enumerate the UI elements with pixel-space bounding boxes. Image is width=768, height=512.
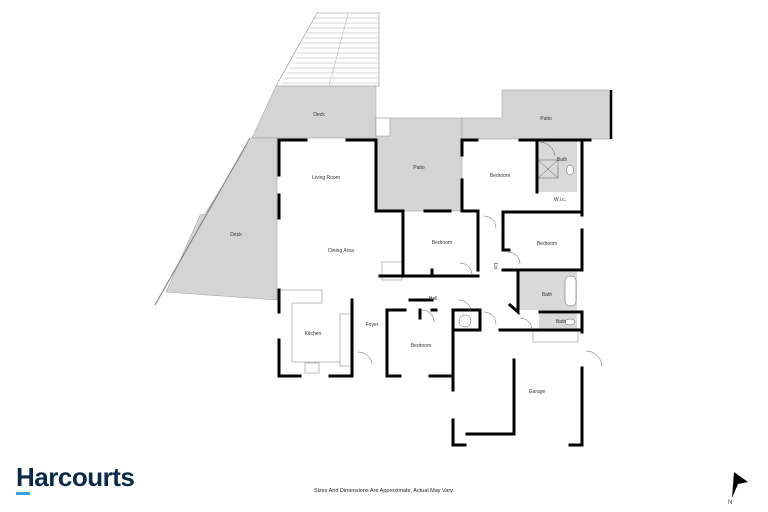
label-bath-small: Bath <box>556 319 567 325</box>
deck-stairs <box>275 12 380 87</box>
north-arrow-icon: N <box>728 472 748 506</box>
deck-left-area <box>165 137 278 301</box>
label-patio-top-right: Patio <box>540 116 552 122</box>
label-deck-top: Deck <box>313 112 325 118</box>
label-living-room: Living Room <box>312 175 340 181</box>
disclaimer-text: Sizes And Dimensions Are Approximate, Ac… <box>313 488 455 494</box>
label-bedroom-2: Bedroom <box>432 240 452 246</box>
label-wic: W.i.c. <box>554 197 566 203</box>
label-bath-main: Bath <box>542 292 553 298</box>
label-foyer: Foyer <box>366 322 379 328</box>
logo-accent-bar <box>16 492 30 495</box>
label-kitchen: Kitchen <box>305 331 322 337</box>
label-ensuite: Bath <box>557 157 568 163</box>
patio-center-area <box>375 117 463 212</box>
label-patio-center: Patio <box>413 165 425 171</box>
harcourts-logo: Harcourts <box>16 462 135 492</box>
label-bedroom-3: Bedroom <box>537 241 557 247</box>
label-linen: Lin <box>492 263 498 270</box>
label-dining-area: Dining Area <box>328 248 354 254</box>
patio-top-right-area <box>461 89 612 140</box>
label-bedroom-4: Bedroom <box>411 343 431 349</box>
label-deck-left: Deck <box>230 232 242 238</box>
north-label: N <box>728 500 732 506</box>
label-hall: Hall <box>429 296 438 302</box>
label-garage: Garage <box>529 389 546 395</box>
label-master-bedroom: Bedroom <box>490 173 510 179</box>
